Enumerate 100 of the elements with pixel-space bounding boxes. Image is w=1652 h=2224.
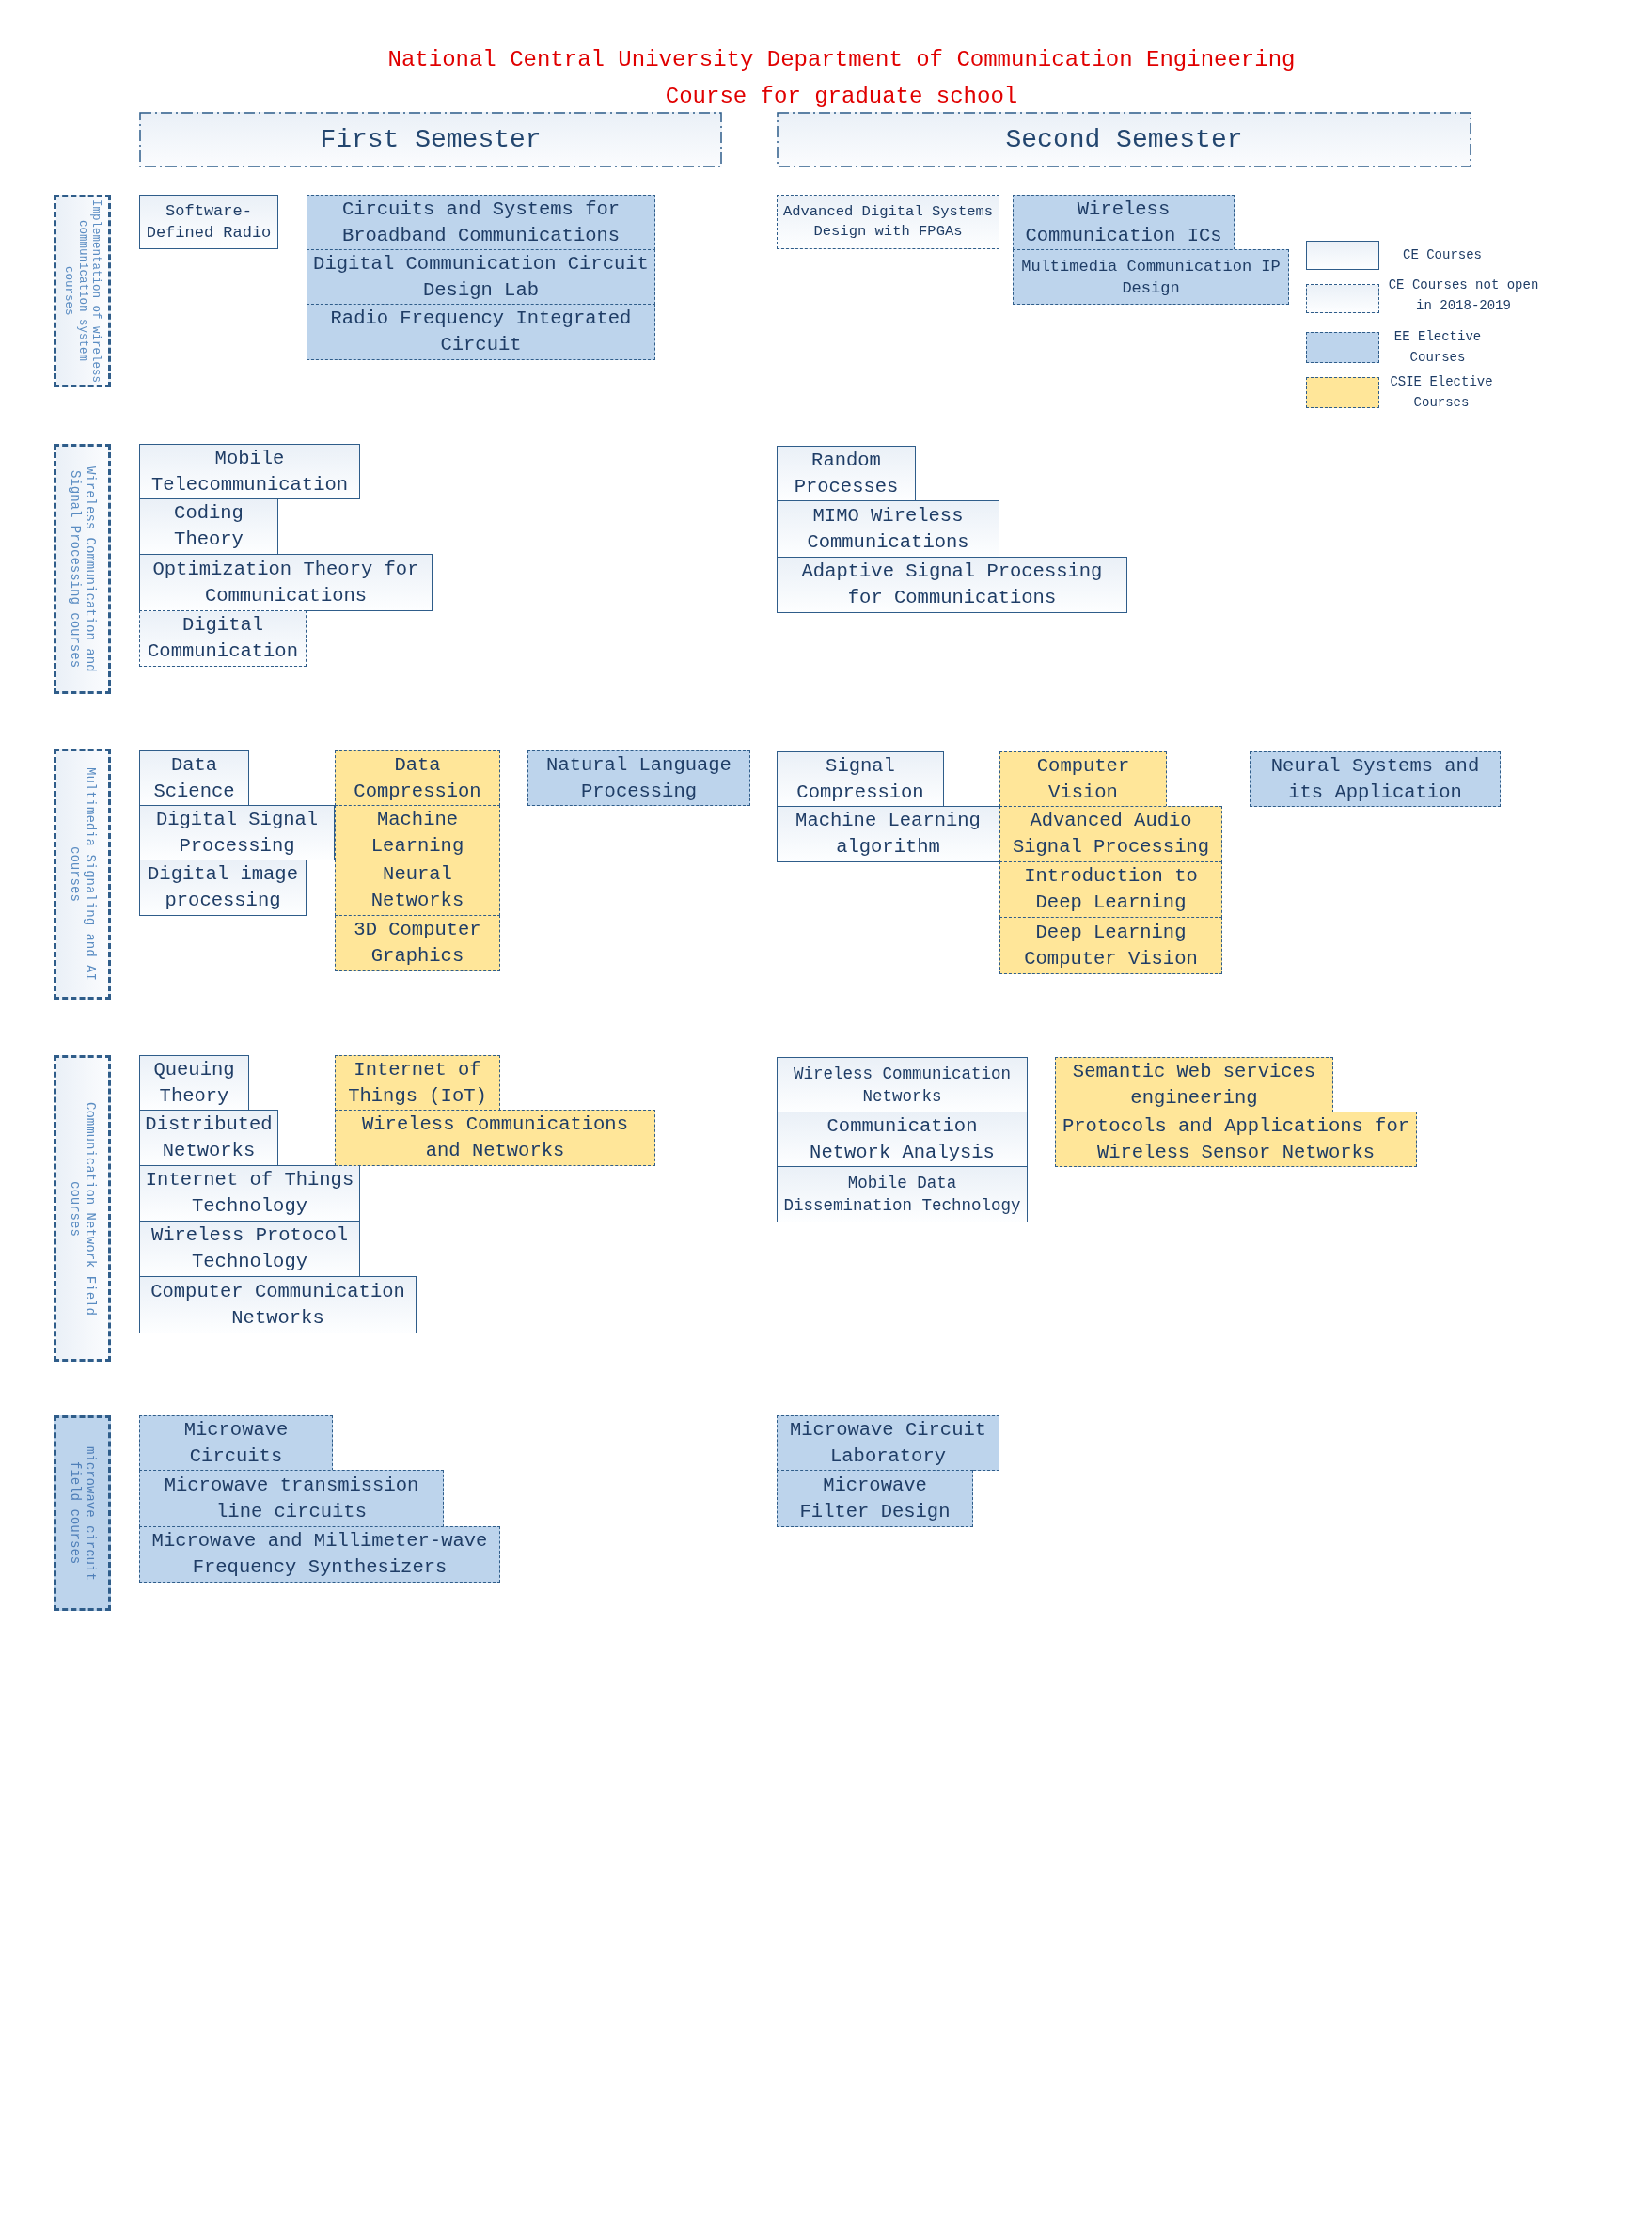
- course-name: Optimization Theory for Communications: [151, 557, 420, 608]
- course-name: Software-Defined Radio: [145, 201, 273, 244]
- course-name: Protocols and Applications for Wireless Sensor Networks: [1061, 1113, 1411, 1165]
- course-box: [777, 1470, 973, 1527]
- category-label: Wireless Communication and Signal Processing courses: [67, 465, 98, 674]
- course-name: Natural Language Processing: [545, 752, 732, 804]
- course-box: [999, 917, 1222, 974]
- course-name: Data Science: [152, 752, 236, 804]
- course-box: [139, 805, 335, 860]
- course-box: [777, 1057, 1028, 1112]
- course-name: Internet of Things Technology: [144, 1168, 355, 1219]
- category-label: Communication Network Field courses: [67, 1100, 98, 1317]
- semester-header: [777, 112, 1471, 167]
- course-box: [335, 860, 500, 916]
- course-name: Semantic Web services engineering: [1071, 1059, 1317, 1111]
- course-box: [1013, 195, 1235, 250]
- course-box: [139, 860, 307, 916]
- course-name: Computer Communication Networks: [149, 1279, 406, 1331]
- course-name: Machine Learning: [370, 807, 465, 859]
- course-box: [139, 554, 433, 611]
- course-box: [335, 915, 500, 971]
- course-box: [335, 1110, 655, 1166]
- course-name: Data Compression: [353, 752, 482, 804]
- course-name: Microwave and Millimeter-wave Frequency Synthesizers: [150, 1529, 489, 1580]
- category-label: Multimedia Signaling and AI courses: [67, 766, 98, 983]
- category-band: [54, 749, 111, 1000]
- course-box: [335, 805, 500, 860]
- category-band: [54, 195, 111, 387]
- category-label: Implementation of wireless communication system courses: [61, 197, 103, 385]
- course-name: Queuing Theory: [152, 1057, 236, 1109]
- course-name: Microwave Circuits: [182, 1417, 290, 1469]
- course-name: Digital Communication Circuit Design Lab: [312, 251, 650, 303]
- course-name: Machine Learning algorithm: [795, 809, 982, 860]
- course-box: [139, 1470, 444, 1527]
- course-box: [139, 610, 307, 667]
- course-box: [777, 500, 999, 558]
- course-name: Mobile Data Dissemination Technology: [782, 1173, 1022, 1217]
- semester-title: Second Semester: [1005, 123, 1243, 156]
- category-label: microwave circuit field courses: [67, 1444, 98, 1583]
- course-box: [999, 751, 1167, 807]
- course-name: Wireless Communications and Networks: [361, 1112, 629, 1163]
- course-box: [139, 1221, 360, 1277]
- course-box: [1055, 1057, 1333, 1112]
- course-box: [139, 195, 278, 249]
- course-box: [139, 444, 360, 499]
- course-box: [139, 1415, 333, 1471]
- course-name: Mobile Telecommunication: [149, 446, 350, 497]
- course-name: Microwave Filter Design: [798, 1473, 952, 1524]
- course-box: [999, 806, 1222, 862]
- course-box: [777, 446, 916, 501]
- legend-label: CE Courses not open in 2018-2019: [1387, 276, 1540, 315]
- course-box: [139, 1276, 417, 1333]
- course-name: 3D Computer Graphics: [353, 918, 482, 969]
- course-name: Wireless Protocol Technology: [149, 1223, 350, 1274]
- course-name: Wireless Communication ICs: [1024, 197, 1223, 248]
- legend-label: EE Elective Courses: [1392, 328, 1483, 367]
- course-box: [777, 806, 999, 862]
- course-box: [335, 1055, 500, 1111]
- course-name: Multimedia Communication IP Design: [1020, 256, 1282, 299]
- course-box: [777, 1112, 1028, 1167]
- course-box: [1013, 249, 1289, 305]
- course-box: [307, 304, 655, 360]
- category-band: [54, 444, 111, 694]
- page-title: National Central University Department of Communication Engineering Course for graduate school: [386, 46, 1297, 111]
- course-box: [335, 750, 500, 806]
- course-name: Microwave transmission line circuits: [163, 1473, 420, 1524]
- course-box: [527, 750, 750, 806]
- semester-header: [139, 112, 722, 167]
- course-box: [777, 1166, 1028, 1222]
- course-name: Wireless Communication Networks: [792, 1063, 1012, 1108]
- course-name: Random Processes: [793, 448, 900, 499]
- category-band: [54, 1415, 111, 1611]
- course-name: Coding Theory: [173, 501, 244, 552]
- course-box: [999, 861, 1222, 918]
- course-box: [139, 1055, 249, 1111]
- course-name: Distributed Networks: [144, 1112, 274, 1163]
- course-name: Microwave Circuit Laboratory: [788, 1417, 988, 1469]
- course-box: [139, 498, 278, 555]
- legend-label: CE Courses: [1402, 246, 1483, 264]
- course-name: Advanced Audio Signal Processing: [1011, 809, 1211, 860]
- course-box: [139, 1526, 500, 1583]
- category-band: [54, 1055, 111, 1362]
- course-name: Neural Networks: [370, 862, 465, 913]
- course-name: Deep Learning Computer Vision: [1023, 920, 1199, 971]
- course-name: Introduction to Deep Learning: [1023, 864, 1199, 915]
- course-box: [139, 750, 249, 806]
- course-box: [777, 557, 1127, 613]
- course-name: Communication Network Analysis: [809, 1113, 996, 1165]
- course-box: [1250, 751, 1501, 807]
- course-box: [777, 195, 999, 249]
- course-name: Circuits and Systems for Broadband Communications: [340, 197, 621, 248]
- course-name: Adaptive Signal Processing for Communications: [800, 560, 1104, 610]
- course-box: [307, 195, 655, 250]
- course-box: [777, 1415, 999, 1471]
- course-name: Neural Systems and its Application: [1269, 753, 1481, 805]
- course-name: Signal Compression: [795, 753, 925, 805]
- course-name: Advanced Digital Systems Design with FPGAs: [781, 202, 995, 242]
- course-name: Digital image processing: [147, 862, 299, 913]
- course-name: MIMO Wireless Communications: [806, 503, 970, 555]
- course-name: Digital Communication: [147, 613, 299, 664]
